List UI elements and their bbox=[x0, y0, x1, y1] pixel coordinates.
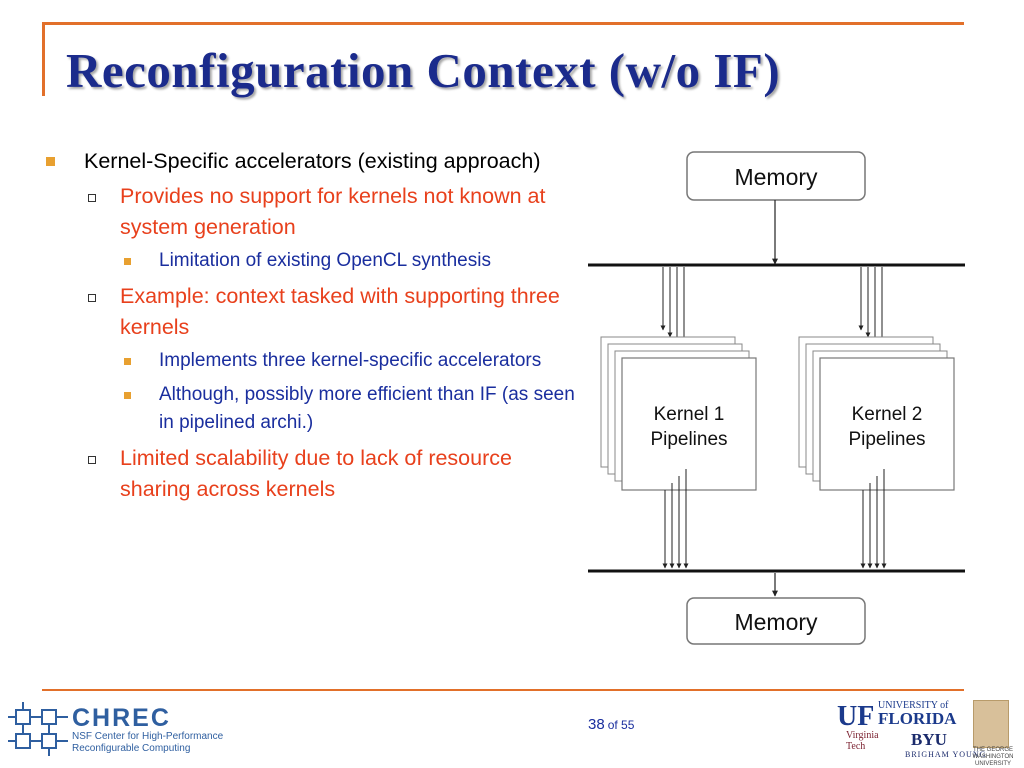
page-current: 38 bbox=[588, 716, 605, 733]
square-bullet-icon bbox=[124, 392, 131, 399]
bullet-item: Although, possibly more efficient than I… bbox=[40, 381, 585, 437]
bullet-item: Provides no support for kernels not know… bbox=[40, 181, 585, 243]
kernel1-pipelines-stack: Kernel 1 Pipelines bbox=[600, 336, 757, 491]
square-bullet-icon bbox=[46, 157, 55, 166]
gw-line3: UNIVERSITY bbox=[974, 761, 1011, 767]
architecture-diagram: Memory Kernel 1 Pipelines Kernel 2 Pipel… bbox=[588, 151, 965, 645]
chrec-subtitle: NSF Center for High-Performance Reconfig… bbox=[72, 731, 232, 755]
bullet-item: Kernel-Specific accelerators (existing a… bbox=[40, 146, 585, 177]
memory-bottom-label: Memory bbox=[734, 609, 818, 635]
uf-logo-mark: UF bbox=[837, 701, 875, 732]
bullet-text: Limited scalability due to lack of resou… bbox=[120, 446, 512, 501]
kernel2-label-line1: Kernel 2 bbox=[852, 404, 923, 425]
kernel1-label-line1: Kernel 1 bbox=[654, 404, 725, 425]
gw-line1: THE GEORGE bbox=[972, 747, 1013, 753]
kernel2-to-bus-arrows bbox=[860, 469, 887, 569]
byu-logo: BYU bbox=[911, 730, 947, 749]
bullet-text: Example: context tasked with supporting … bbox=[120, 284, 560, 339]
bullet-text: Although, possibly more efficient than I… bbox=[159, 384, 575, 433]
uf-logo-university: UNIVERSITY of bbox=[878, 700, 949, 711]
chrec-logo-icon bbox=[8, 702, 68, 756]
vt-line1: Virginia bbox=[846, 730, 879, 741]
bullet-text: Limitation of existing OpenCL synthesis bbox=[159, 250, 491, 271]
bullet-text: Kernel-Specific accelerators (existing a… bbox=[84, 149, 541, 173]
bullet-item: Limitation of existing OpenCL synthesis bbox=[40, 247, 585, 275]
kernel1-to-bus-arrows bbox=[662, 469, 689, 569]
title-frame-left bbox=[42, 22, 45, 96]
vt-line2: Tech bbox=[846, 741, 866, 752]
square-bullet-icon bbox=[124, 258, 131, 265]
hollow-square-bullet-icon bbox=[88, 194, 96, 202]
gw-logo-text: THE GEORGE WASHINGTON UNIVERSITY bbox=[971, 747, 1015, 768]
bullet-text: Provides no support for kernels not know… bbox=[120, 184, 546, 239]
uf-logo-florida: FLORIDA bbox=[878, 709, 957, 728]
kernel2-pipelines-stack: Kernel 2 Pipelines bbox=[798, 336, 955, 491]
page-total: of 55 bbox=[607, 718, 635, 732]
chrec-subtitle-line2: Reconfigurable Computing bbox=[72, 743, 191, 754]
byu-logo-subtitle: BRIGHAM YOUNG bbox=[905, 750, 987, 759]
hollow-square-bullet-icon bbox=[88, 456, 96, 464]
bullet-list: Kernel-Specific accelerators (existing a… bbox=[40, 146, 585, 509]
square-bullet-icon bbox=[124, 358, 131, 365]
memory-bottom-box: Memory bbox=[686, 597, 866, 645]
bullet-item: Implements three kernel-specific acceler… bbox=[40, 347, 585, 375]
memory-top-label: Memory bbox=[734, 164, 818, 190]
chrec-subtitle-line1: NSF Center for High-Performance bbox=[72, 731, 224, 742]
kernel1-label-line2: Pipelines bbox=[650, 429, 727, 450]
kernel2-label-line2: Pipelines bbox=[848, 429, 925, 450]
bullet-item: Example: context tasked with supporting … bbox=[40, 281, 585, 343]
bullet-text: Implements three kernel-specific acceler… bbox=[159, 350, 542, 371]
slide-title: Reconfiguration Context (w/o IF) bbox=[66, 43, 781, 98]
gw-portrait-icon bbox=[973, 700, 1009, 748]
title-frame-top bbox=[42, 22, 964, 25]
memory-top-box: Memory bbox=[686, 151, 866, 201]
virginia-tech-logo: Virginia Tech bbox=[846, 730, 902, 752]
hollow-square-bullet-icon bbox=[88, 294, 96, 302]
footer-rule bbox=[42, 689, 964, 691]
bullet-item: Limited scalability due to lack of resou… bbox=[40, 443, 585, 505]
chrec-name: CHREC bbox=[72, 704, 171, 732]
gw-line2: WASHINGTON bbox=[972, 754, 1014, 760]
